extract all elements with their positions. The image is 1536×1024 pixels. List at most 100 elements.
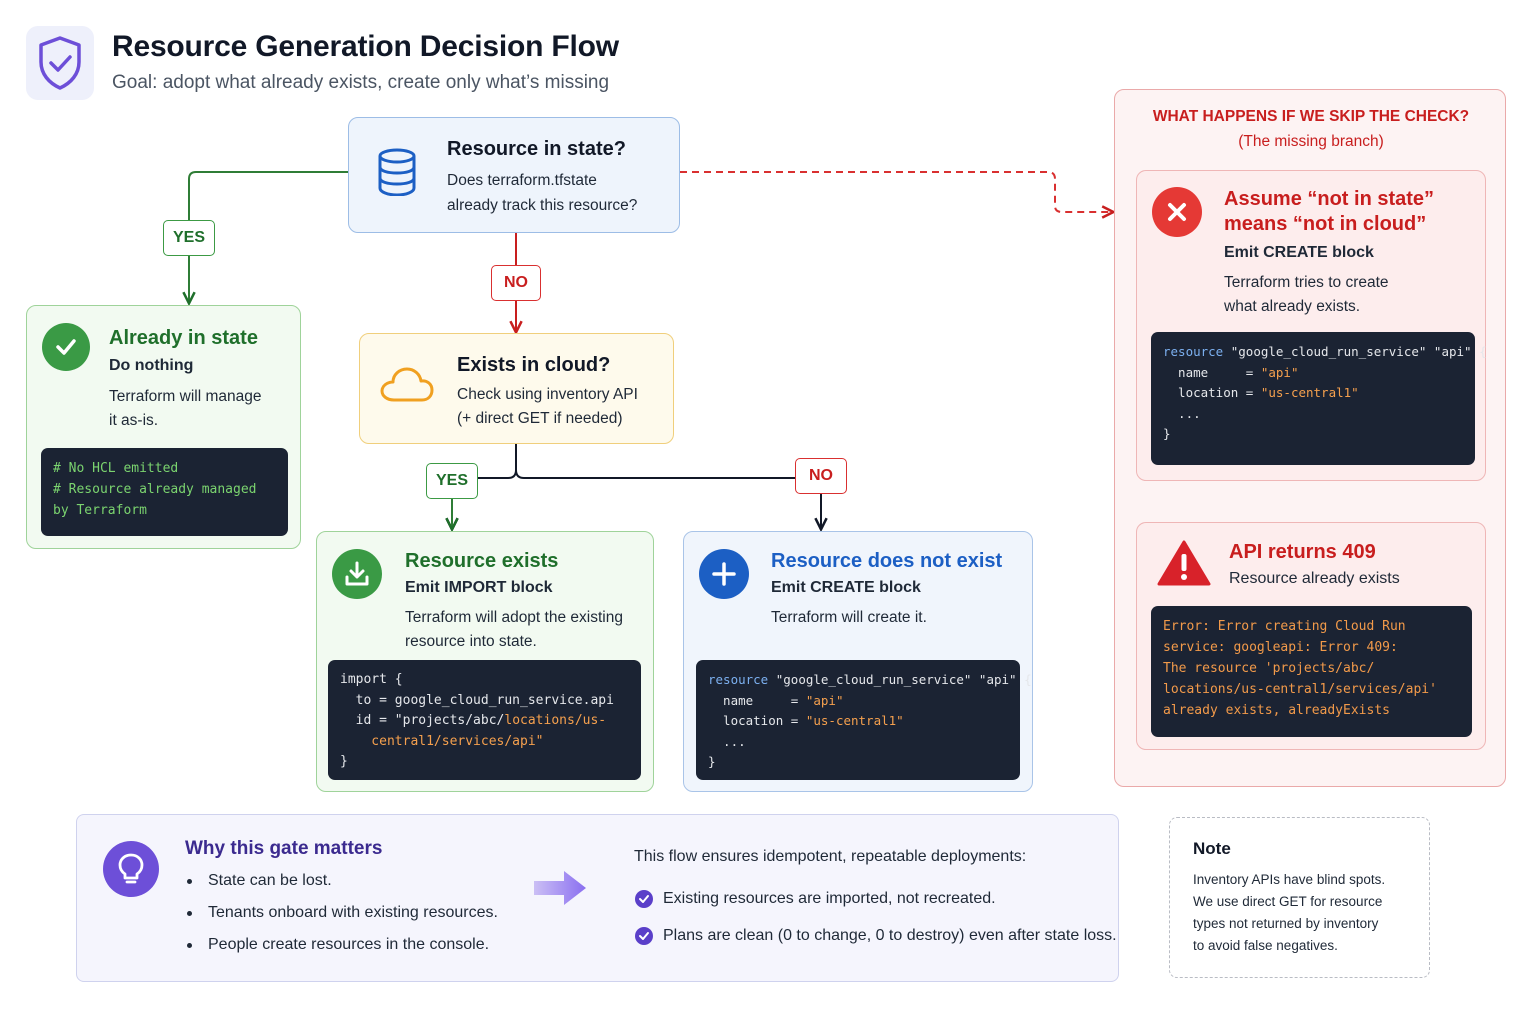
note-box: Note Inventory APIs have blind spots. We…: [1169, 817, 1430, 978]
cloud-check-line1: Check using inventory API: [457, 386, 638, 403]
state-check-line1: Does terraform.tfstate: [447, 172, 597, 189]
code-line: }: [1163, 426, 1171, 441]
code-line: locations/us-: [504, 713, 607, 728]
list-item: State can be lost.: [187, 872, 332, 890]
assume-title-line1: Assume “not in state”: [1224, 188, 1435, 210]
check-circle-icon: [635, 927, 653, 945]
code-line: service: googleapi: Error 409:: [1163, 640, 1398, 655]
api-409-node: API returns 409 Resource already exists …: [1136, 522, 1486, 750]
plus-icon: [699, 549, 749, 599]
assume-line1: Terraform tries to create: [1224, 274, 1389, 291]
why-bullet: People create resources in the console.: [208, 936, 490, 953]
code-line: to = google_cloud_run_service.api: [340, 692, 614, 708]
code-line: Error: Error creating Cloud Run: [1163, 619, 1406, 634]
cloud-icon: [380, 367, 434, 402]
already-in-state-title: Already in state: [109, 327, 258, 349]
shield-check-icon: [39, 36, 81, 90]
code-line: }: [340, 754, 348, 769]
why-check: Plans are clean (0 to change, 0 to destr…: [663, 927, 1117, 944]
why-gate-panel: Why this gate matters State can be lost.…: [76, 814, 1119, 982]
check-circle-icon: [42, 323, 90, 371]
state-check-node: Resource in state? Does terraform.tfstat…: [348, 117, 680, 233]
note-line: We use direct GET for resource: [1193, 894, 1383, 909]
code-line: ...: [1163, 405, 1201, 421]
code-line: resource: [1163, 344, 1224, 359]
resource-exists-line1: Terraform will adopt the existing: [405, 609, 623, 626]
why-gate-title: Why this gate matters: [185, 838, 383, 859]
already-in-state-line2: it as-is.: [109, 412, 159, 429]
code-line: id = "projects/abc/: [340, 713, 505, 728]
resource-missing-node: Resource does not exist Emit CREATE bloc…: [683, 531, 1033, 792]
page-title: Resource Generation Decision Flow: [112, 30, 619, 63]
database-icon: [378, 148, 416, 196]
create-code-block: resource "google_cloud_run_service" "api…: [696, 660, 1032, 780]
api-409-subtitle: Resource already exists: [1229, 570, 1400, 587]
skip-panel-title: WHAT HAPPENS IF WE SKIP THE CHECK?: [1152, 108, 1470, 125]
list-item: Existing resources are imported, not rec…: [635, 890, 996, 908]
skip-check-panel: WHAT HAPPENS IF WE SKIP THE CHECK? (The …: [1114, 89, 1506, 787]
note-title: Note: [1193, 839, 1231, 858]
code-line: name =: [708, 692, 806, 708]
no-hcl-code-block: # No HCL emitted # Resource already mana…: [41, 448, 288, 536]
cloud-check-title: Exists in cloud?: [457, 354, 611, 376]
code-line: import {: [340, 672, 403, 687]
list-item: People create resources in the console.: [187, 936, 489, 954]
app-logo: [26, 26, 94, 100]
lightbulb-icon: [103, 841, 159, 897]
connector-skip-branch: [680, 171, 1112, 212]
code-line: "api": [1260, 364, 1299, 380]
code-line: by Terraform: [53, 503, 147, 518]
note-line: to avoid false negatives.: [1193, 938, 1338, 953]
warning-triangle-icon: [1157, 540, 1211, 586]
resource-exists-title: Resource exists: [405, 550, 559, 572]
import-code-block: import { to = google_cloud_run_service.a…: [328, 660, 641, 780]
state-check-line2: already track this resource?: [447, 197, 638, 214]
code-line: already exists, alreadyExists: [1163, 703, 1390, 718]
badge-cloud-yes: YES: [426, 463, 478, 499]
why-bullet: State can be lost.: [208, 872, 332, 889]
code-line: # No HCL emitted: [53, 461, 179, 476]
api-409-title: API returns 409: [1229, 541, 1376, 563]
badge-state-yes: YES: [163, 220, 215, 256]
assume-node: Assume “not in state” means “not in clou…: [1136, 170, 1487, 481]
code-line: resource: [708, 672, 769, 687]
code-line: locations/us-central1/services/api': [1163, 682, 1437, 697]
arrow-right-icon: [534, 871, 586, 905]
code-line: The resource 'projects/abc/: [1163, 661, 1375, 676]
already-in-state-subtitle: Do nothing: [109, 357, 194, 374]
already-in-state-node: Already in state Do nothing Terraform wi…: [26, 305, 301, 549]
state-check-title: Resource in state?: [447, 138, 626, 160]
why-check: Existing resources are imported, not rec…: [663, 890, 996, 907]
code-line: location =: [1163, 385, 1261, 400]
error-code-block: Error: Error creating Cloud Run service:…: [1151, 606, 1472, 737]
code-line: "api": [805, 692, 844, 708]
resource-exists-line2: resource into state.: [405, 633, 537, 650]
code-line: "us-central1": [805, 713, 904, 728]
cloud-check-node: Exists in cloud? Check using inventory A…: [359, 333, 674, 444]
why-gate-lead: This flow ensures idempotent, repeatable…: [634, 848, 1027, 865]
code-line: "google_cloud_run_service" "api" {: [768, 672, 1032, 687]
x-circle-icon: [1152, 187, 1202, 237]
skip-panel-subtitle: (The missing branch): [1238, 133, 1384, 150]
resource-missing-subtitle: Emit CREATE block: [771, 579, 921, 596]
assume-subtitle: Emit CREATE block: [1224, 244, 1374, 261]
page-subtitle: Goal: adopt what already exists, create …: [112, 72, 610, 93]
why-bullet: Tenants onboard with existing resources.: [208, 904, 498, 921]
note-line: types not returned by inventory: [1193, 916, 1379, 931]
resource-missing-line1: Terraform will create it.: [771, 609, 927, 626]
assume-code-block: resource "google_cloud_run_service" "api…: [1151, 332, 1487, 465]
download-icon: [332, 549, 382, 599]
note-line: Inventory APIs have blind spots.: [1193, 872, 1386, 887]
assume-line2: what already exists.: [1224, 298, 1361, 315]
resource-missing-title: Resource does not exist: [771, 550, 1003, 572]
check-circle-icon: [635, 890, 653, 908]
code-line: ...: [708, 733, 746, 749]
resource-exists-node: Resource exists Emit IMPORT block Terraf…: [316, 531, 654, 792]
connector-state-yes: [189, 171, 348, 302]
resource-exists-subtitle: Emit IMPORT block: [405, 579, 553, 596]
badge-state-no: NO: [491, 265, 541, 301]
code-line: name =: [1163, 364, 1261, 380]
code-line: "us-central1": [1260, 385, 1359, 400]
code-line: central1/services/api": [340, 733, 544, 749]
code-line: }: [708, 754, 716, 769]
